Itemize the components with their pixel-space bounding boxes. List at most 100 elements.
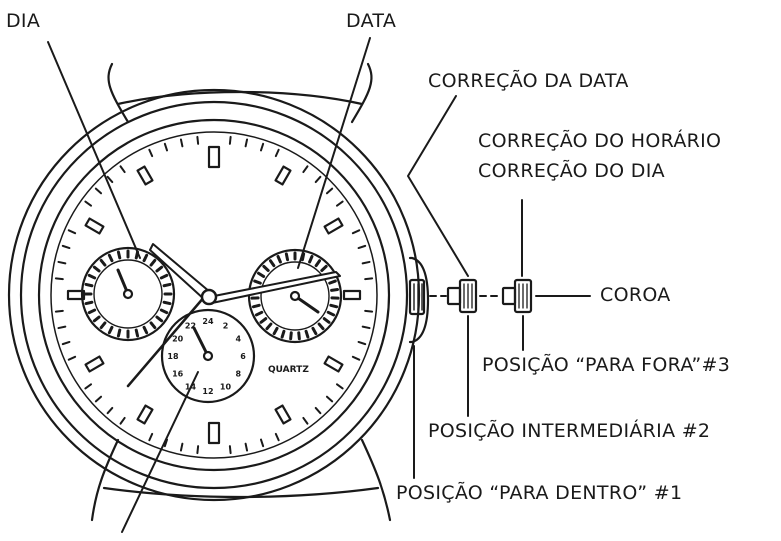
minute-tick: [58, 327, 65, 328]
hour-marker: [276, 167, 291, 185]
subdial-tick: [274, 328, 277, 333]
label-posicao-dentro: POSIÇÃO “PARA DENTRO” #1: [396, 482, 682, 504]
subdial-24h-number: 8: [236, 370, 242, 379]
label-posicao-intermediaria: POSIÇÃO INTERMEDIÁRIA #2: [428, 420, 710, 442]
minute-tick: [276, 150, 279, 156]
subdial-tick: [118, 330, 119, 336]
minute-tick: [246, 139, 247, 146]
leader-data: [298, 38, 370, 268]
minute-tick: [56, 278, 63, 279]
crown-positions: [430, 280, 531, 312]
subdial-tick: [324, 319, 329, 323]
minute-tick: [261, 440, 263, 447]
subdial-tick: [253, 305, 259, 307]
minute-tick: [337, 202, 343, 206]
minute-tick: [85, 384, 91, 388]
minute-tick: [230, 446, 231, 453]
subdial-24h-number: 18: [167, 352, 179, 361]
minute-tick: [327, 397, 332, 402]
subdial-tick: [330, 281, 336, 283]
subdial-tick: [157, 317, 162, 321]
minute-tick: [316, 408, 321, 413]
subdial-tick: [109, 327, 112, 332]
subdial-tick: [267, 324, 271, 329]
brand-text: QUARTZ: [268, 365, 309, 375]
subdial-tick: [94, 317, 99, 321]
label-coroa: COROA: [600, 284, 671, 306]
hour-marker: [209, 423, 219, 443]
subdial-tick: [161, 310, 166, 313]
subdial-tick: [109, 255, 112, 260]
subdial-tick: [164, 302, 170, 303]
subdial-24h-number: 2: [223, 322, 229, 331]
minute-tick: [181, 444, 182, 451]
subdial-tick: [319, 324, 323, 329]
subdial-tick: [86, 284, 92, 285]
subdial-24h-number: 12: [202, 387, 213, 396]
minute-tick: [85, 202, 91, 206]
subdial-tick: [101, 260, 105, 265]
crown-stem-1: [448, 288, 460, 304]
subdial-24h-number: 20: [172, 335, 184, 344]
subdial-tick: [313, 328, 316, 333]
hour-marker: [325, 219, 343, 234]
label-posicao-fora: POSIÇÃO “PARA FORA”#3: [482, 354, 730, 376]
hour-hand: [209, 272, 340, 303]
minute-tick: [316, 177, 321, 182]
subdial-tick: [101, 323, 105, 328]
minute-tick: [165, 144, 167, 151]
minute-tick: [181, 139, 182, 146]
subdial-tick: [94, 267, 99, 271]
subdial-tick: [261, 319, 266, 323]
leader-correcao-data: [408, 96, 468, 276]
leader-24h: [122, 372, 198, 532]
minute-tick: [246, 444, 247, 451]
minute-tick: [121, 418, 125, 424]
subdial-tick: [256, 312, 261, 315]
minute-tick: [337, 384, 343, 388]
subdial-tick: [86, 302, 92, 303]
minute-tick: [69, 230, 75, 233]
label-data: DATA: [346, 10, 396, 32]
subdial-tick: [136, 330, 137, 336]
subdial-24h-number: 4: [236, 335, 242, 344]
minute-tick: [69, 357, 75, 360]
hour-marker: [86, 219, 104, 234]
subdial-tick: [164, 284, 170, 285]
label-correcao-data: CORREÇÃO DA DATA: [428, 70, 629, 92]
center-pin: [202, 290, 216, 304]
minute-tick: [353, 357, 359, 360]
subdial-tick: [306, 331, 308, 337]
hour-marker: [344, 291, 360, 299]
subdial-tick: [322, 266, 326, 270]
subdial-tick: [316, 261, 319, 266]
minute-tick: [303, 418, 307, 424]
subdial-tick: [286, 254, 287, 260]
date-subdial: [249, 250, 341, 342]
minute-tick: [149, 434, 152, 440]
minute-tick: [96, 189, 101, 194]
subdial-tick: [151, 260, 155, 265]
minute-tick: [197, 446, 198, 453]
subdial-tick: [270, 261, 273, 266]
minute-tick: [108, 408, 113, 413]
minute-tick: [276, 434, 279, 440]
second-hand: [128, 296, 205, 386]
minute-tick: [149, 150, 152, 156]
label-correcao-horario: CORREÇÃO DO HORÁRIO: [478, 130, 721, 152]
subdial-tick: [259, 273, 264, 276]
subdial-tick: [161, 275, 166, 278]
minute-tick: [56, 311, 63, 312]
crown-stem-2: [503, 288, 515, 304]
subdial-tick: [151, 323, 155, 328]
subdial-24h-number: 24: [202, 317, 214, 326]
subdial-tick: [331, 305, 337, 307]
subdial-24h-number: 6: [240, 352, 246, 361]
minute-tick: [230, 137, 231, 144]
day-subdial: [82, 248, 174, 340]
minute-tick: [63, 342, 70, 344]
hour-marker: [138, 167, 153, 185]
minute-tick: [359, 246, 366, 248]
